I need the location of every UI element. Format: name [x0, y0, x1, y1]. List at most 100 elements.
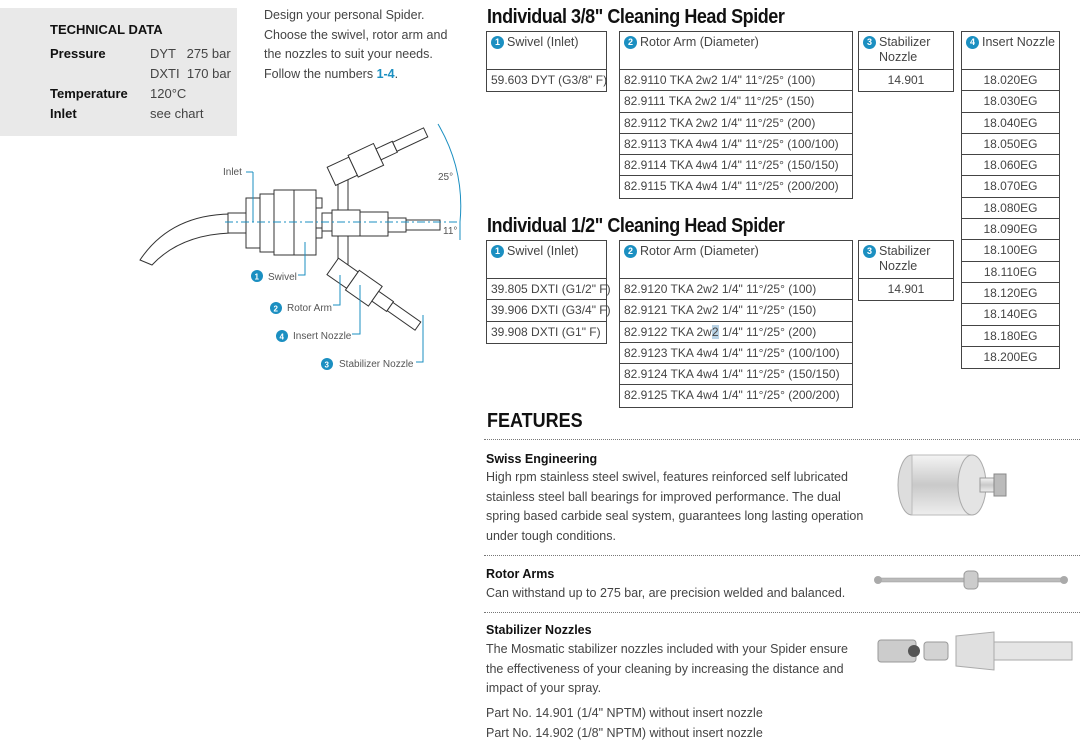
table-cell: 82.9110 TKA 2w2 1/4" 11°/25° (100)	[620, 70, 852, 92]
table-cell: 39.805 DXTI (G1/2" F)	[487, 279, 611, 301]
table-cell: 18.200EG	[983, 349, 1038, 364]
label-angle-25: 25°	[438, 172, 453, 183]
table-cell: 39.906 DXTI (G3/4" F)	[487, 300, 611, 322]
cell-text: 1/4" 11°/25° (200)	[718, 324, 817, 339]
label-stabilizer-nozzle: Stabilizer Nozzle	[339, 359, 414, 370]
intro-text: Design your personal Spider. Choose the …	[264, 6, 447, 84]
table-cell: 39.908 DXTI (G1" F)	[491, 324, 601, 339]
table-cell: 18.060EG	[962, 155, 1059, 177]
feature-title-rotor: Rotor Arms	[486, 567, 555, 581]
technical-data-title: TECHNICAL DATA	[50, 22, 163, 37]
table-cell: 82.9122 TKA 2w2 1/4" 11°/25° (200)	[620, 322, 852, 343]
intro-suffix: .	[394, 66, 399, 81]
label-rotor-arm: Rotor Arm	[287, 303, 332, 314]
pressure-label: Pressure	[50, 46, 106, 61]
num-2-icon: 2	[624, 36, 637, 49]
table-cell: 14.901	[887, 282, 925, 296]
label-swivel: Swivel	[268, 272, 297, 283]
table-cell: 18.030EG	[962, 91, 1059, 113]
table-cell: 18.080EG	[962, 198, 1059, 220]
feature-text-stabilizer: The Mosmatic stabilizer nozzles included…	[486, 642, 848, 695]
stabilizer-header: Stabilizer Nozzle	[879, 35, 931, 64]
table-cell: 82.9120 TKA 2w2 1/4" 11°/25° (100)	[620, 279, 852, 301]
intro-line: the nozzles to suit your needs.	[264, 47, 433, 61]
table-cell: 82.9113 TKA 4w4 1/4" 11°/25° (100/100)	[620, 134, 852, 156]
temperature-value: 120°C	[150, 86, 187, 101]
spider-diagram: Inlet 25° 11° 1 Swivel 2 Rotor Arm 4 Ins…	[139, 123, 462, 370]
table-cell: 82.9124 TKA 4w4 1/4" 11°/25° (150/150)	[620, 364, 852, 386]
rotor-arm-product-image	[874, 570, 1068, 590]
num-1-icon: 1	[255, 273, 260, 282]
table-cell: 18.050EG	[962, 134, 1059, 156]
divider	[484, 555, 1080, 556]
rotor-header: Rotor Arm (Diameter)	[640, 244, 759, 258]
intro-prefix: Follow the numbers	[264, 66, 377, 81]
pressure-dxti: DXTI 170 bar	[150, 66, 231, 81]
insert-header: Insert Nozzle	[982, 35, 1055, 49]
swivel-product-image	[897, 454, 1007, 516]
table-cell: 18.120EG	[962, 283, 1059, 305]
technical-data-panel: TECHNICAL DATA Pressure DYT 275 bar DXTI…	[0, 8, 237, 136]
cell-text: 82.9122 TKA 2w	[624, 324, 712, 339]
swivel-header: Swivel (Inlet)	[507, 244, 579, 258]
inlet-value: see chart	[150, 106, 204, 121]
table-cell: 18.040EG	[962, 113, 1059, 134]
num-2-icon: 2	[274, 305, 279, 314]
inlet-label: Inlet	[50, 106, 77, 121]
hose-shape	[139, 213, 231, 266]
rotor-header: Rotor Arm (Diameter)	[640, 35, 759, 49]
num-3-icon: 3	[863, 245, 876, 258]
num-3-icon: 3	[325, 361, 330, 370]
table-cell: 18.090EG	[962, 219, 1059, 241]
num-1-icon: 1	[491, 245, 504, 258]
table1-title: Individual 3/8" Cleaning Head Spider	[487, 6, 785, 28]
table-cell: 18.100EG	[962, 240, 1059, 262]
stabilizer-header: Stabilizer Nozzle	[879, 244, 931, 273]
table-cell: 82.9123 TKA 4w4 1/4" 11°/25° (100/100)	[620, 343, 852, 365]
table-cell: 82.9121 TKA 2w2 1/4" 11°/25° (150)	[620, 300, 852, 322]
stabilizer-nozzle-product-image	[877, 631, 1073, 671]
table-cell: 82.9114 TKA 4w4 1/4" 11°/25° (150/150)	[620, 155, 852, 177]
table-cell: 14.901	[887, 73, 925, 87]
num-2-icon: 2	[624, 245, 637, 258]
intro-numbers: 1-4	[376, 66, 395, 81]
feature-title-stabilizer: Stabilizer Nozzles	[486, 623, 592, 637]
divider	[484, 612, 1080, 613]
num-3-icon: 3	[863, 36, 876, 49]
pressure-dyt: DYT 275 bar	[150, 46, 231, 61]
num-1-icon: 1	[491, 36, 504, 49]
swivel-header: Swivel (Inlet)	[507, 35, 579, 49]
table-cell: 18.180EG	[962, 326, 1059, 347]
intro-line: Follow the numbers 1-4.	[264, 65, 447, 85]
table-cell: 18.020EG	[962, 70, 1059, 92]
text-selection-highlight: 2	[711, 324, 719, 339]
num-4-icon: 4	[280, 333, 285, 342]
table-cell: 82.9111 TKA 2w2 1/4" 11°/25° (150)	[620, 91, 852, 113]
label-angle-11: 11°	[443, 226, 457, 237]
label-insert-nozzle: Insert Nozzle	[293, 331, 352, 342]
table-cell: 59.603 DYT (G3/8" F)	[491, 73, 608, 87]
part-number-2: Part No. 14.902 (1/8" NPTM) without inse…	[486, 726, 763, 740]
table2-title: Individual 1/2" Cleaning Head Spider	[487, 215, 785, 237]
table-cell: 82.9112 TKA 2w2 1/4" 11°/25° (200)	[620, 113, 852, 134]
table-cell: 18.070EG	[962, 176, 1059, 198]
intro-line: Choose the swivel, rotor arm and	[264, 27, 448, 42]
table-cell: 18.110EG	[962, 262, 1059, 283]
table-cell: 82.9115 TKA 4w4 1/4" 11°/25° (200/200)	[624, 179, 839, 194]
label-inlet: Inlet	[223, 167, 242, 178]
feature-text-rotor: Can withstand up to 275 bar, are precisi…	[486, 586, 846, 600]
divider	[484, 439, 1080, 440]
feature-text-swiss: High rpm stainless steel swivel, feature…	[486, 470, 864, 543]
features-title: FEATURES	[487, 410, 583, 432]
part-number-1: Part No. 14.901 (1/4" NPTM) without inse…	[486, 706, 763, 720]
table-cell: 18.140EG	[962, 304, 1059, 326]
temperature-label: Temperature	[50, 86, 128, 101]
intro-line: Design your personal Spider.	[264, 8, 425, 22]
